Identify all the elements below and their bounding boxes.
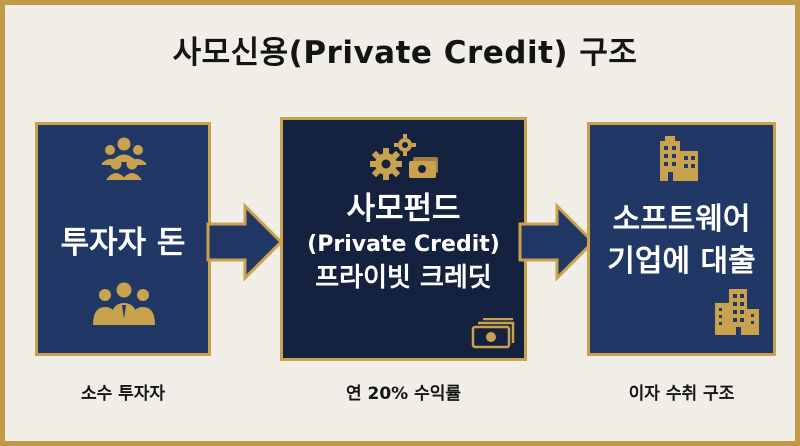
money-icon — [471, 318, 515, 350]
company-loan-label: 기업에 대출 — [607, 244, 756, 279]
caption-return: 연 20% 수익률 — [345, 384, 462, 404]
building-icon — [656, 135, 702, 181]
fund-korean-label: 프라이빗 크레딧 — [315, 262, 492, 293]
investor-money-label: 투자자 돈 — [60, 224, 186, 261]
people-group-icon — [101, 135, 147, 181]
caption-investors: 소수 투자자 — [80, 384, 166, 404]
fund-english-label: (Private Credit) — [307, 232, 500, 258]
gears-icon — [369, 133, 439, 183]
diagram-title: 사모신용(Private Credit) 구조 — [172, 35, 638, 71]
building-icon — [715, 289, 759, 335]
caption-interest: 이자 수취 구조 — [628, 384, 735, 404]
investors-icon — [93, 281, 155, 325]
flow-arrow-2 — [517, 202, 597, 286]
fund-label: 사모펀드 — [346, 190, 461, 227]
private-credit-fund-box: 사모펀드 (Private Credit) 프라이빗 크레딧 — [280, 117, 527, 361]
software-label: 소프트웨어 — [612, 202, 751, 237]
flow-arrow-1 — [205, 202, 285, 286]
